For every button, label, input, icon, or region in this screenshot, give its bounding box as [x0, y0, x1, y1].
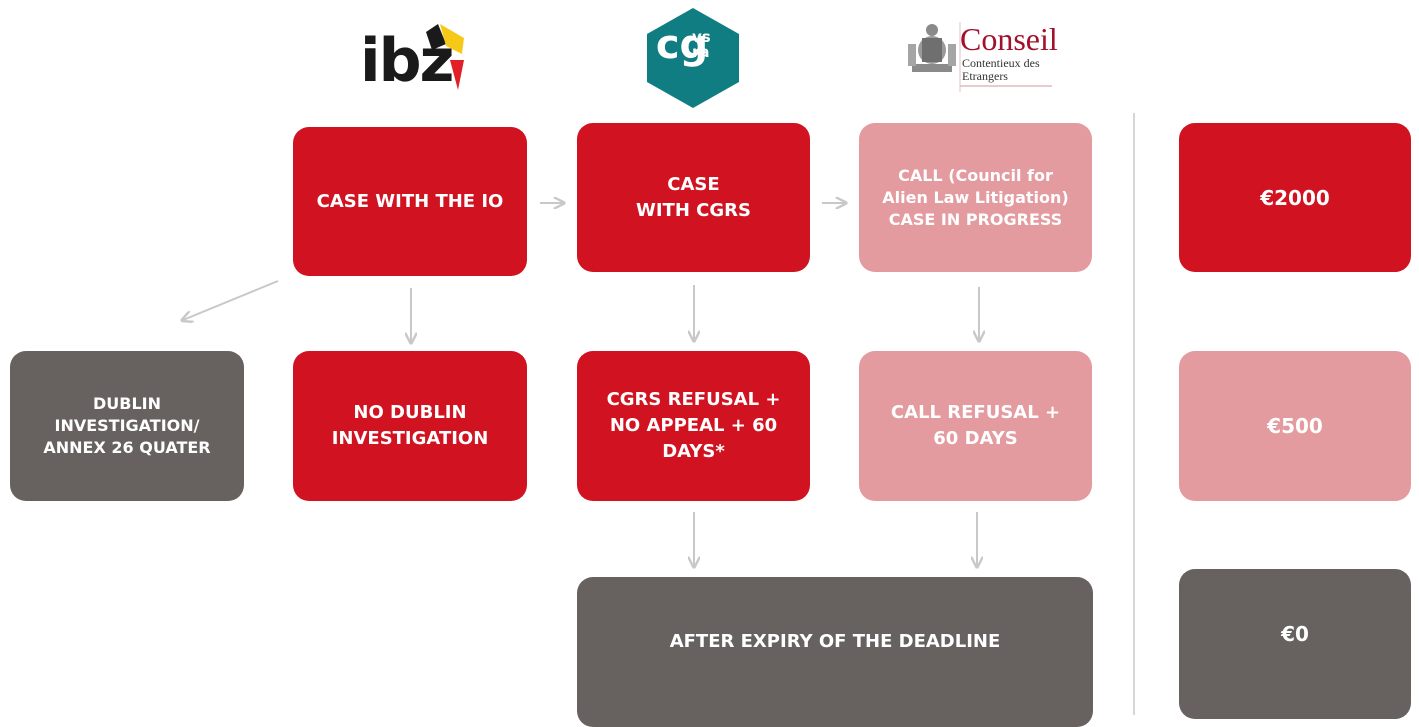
case-with-cgrs-box: CASE WITH CGRS — [577, 123, 810, 272]
cgvs-logo-superscript: vs ra — [692, 28, 711, 61]
cgvs-logo-subscript: ra — [692, 43, 710, 61]
cgrs-refusal-box: CGRS REFUSAL + NO APPEAL + 60 DAYS* — [577, 351, 810, 501]
cgvs-logo-main: cg — [655, 22, 709, 68]
conseil-logo-title: Conseil — [960, 21, 1058, 57]
arrow-io-to-dublin — [183, 280, 279, 320]
amount-2000-box: €2000 — [1179, 123, 1411, 272]
conseil-logo-line2: Etrangers — [962, 69, 1008, 83]
call-case-in-progress-box: CALL (Council for Alien Law Litigation) … — [859, 123, 1092, 272]
conseil-logo-line1: Contentieux des — [962, 56, 1040, 70]
amount-500-box: €500 — [1179, 351, 1411, 501]
no-dublin-investigation-box: NO DUBLIN INVESTIGATION — [293, 351, 527, 501]
call-refusal-box: CALL REFUSAL + 60 DAYS — [859, 351, 1092, 501]
dublin-investigation-box: DUBLIN INVESTIGATION/ ANNEX 26 QUATER — [10, 351, 244, 501]
amount-0-box: €0 — [1179, 569, 1411, 719]
case-with-io-box: CASE WITH THE IO — [293, 127, 527, 276]
cgvs-hexagon-icon — [647, 8, 739, 108]
after-expiry-box: AFTER EXPIRY OF THE DEADLINE — [577, 577, 1093, 727]
ibz-flag-icon — [426, 24, 464, 90]
conseil-emblem-icon — [904, 20, 1054, 92]
